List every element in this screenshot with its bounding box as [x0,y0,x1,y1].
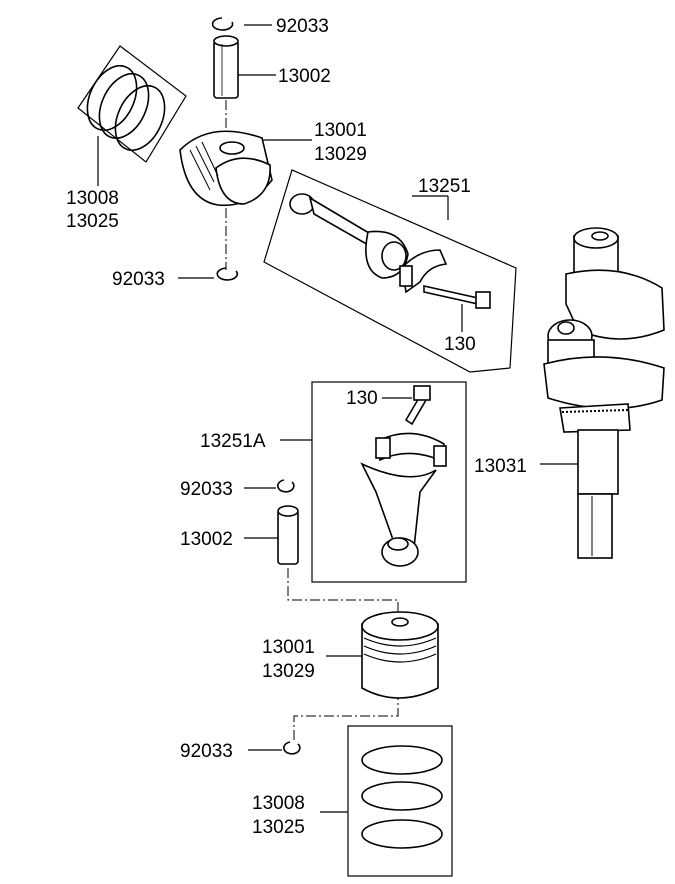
crankshaft-part [543,227,665,559]
piston-rings-top-part [77,45,187,163]
circlip-mid-part [216,267,239,281]
label-13251: 13251 [418,176,471,197]
label-130-upper: 130 [444,334,476,355]
label-92033-bottom: 92033 [180,741,233,762]
circlip-bottom-part [283,741,301,755]
label-130-lower: 130 [346,388,378,409]
rod-bolt-lower-part [404,385,431,426]
label-13008-top: 13008 [66,188,119,209]
rod-cap-part [399,249,448,294]
label-13031: 13031 [474,456,527,477]
piston-pin-top-part [213,35,239,99]
label-13029-lower: 13029 [262,661,315,682]
rod-cap-lower-part [375,432,447,467]
label-92033-mid: 92033 [112,269,165,290]
label-92033-lower: 92033 [180,479,233,500]
connecting-rod-lower-part [360,462,437,567]
label-13025-top: 13025 [66,211,119,232]
label-92033-top: 92033 [276,16,329,37]
label-13025-bottom: 13025 [252,817,305,838]
rod-bolt-upper-part [423,285,491,309]
piston-lower-part [361,611,439,699]
label-13029-top: 13029 [314,144,367,165]
circlip-top-part [211,17,234,31]
label-13001-lower: 13001 [262,637,315,658]
label-13251A: 13251A [200,431,266,452]
piston-pin-lower-part [277,505,299,565]
piston-rings-bottom-part [361,745,443,849]
label-13002-top: 13002 [278,66,331,87]
label-13002-lower: 13002 [180,529,233,550]
piston-top-part [179,130,273,207]
connecting-rod-part [289,193,409,279]
circlip-lower-part [277,479,295,493]
label-13001-top: 13001 [314,120,367,141]
label-13008-bottom: 13008 [252,793,305,814]
